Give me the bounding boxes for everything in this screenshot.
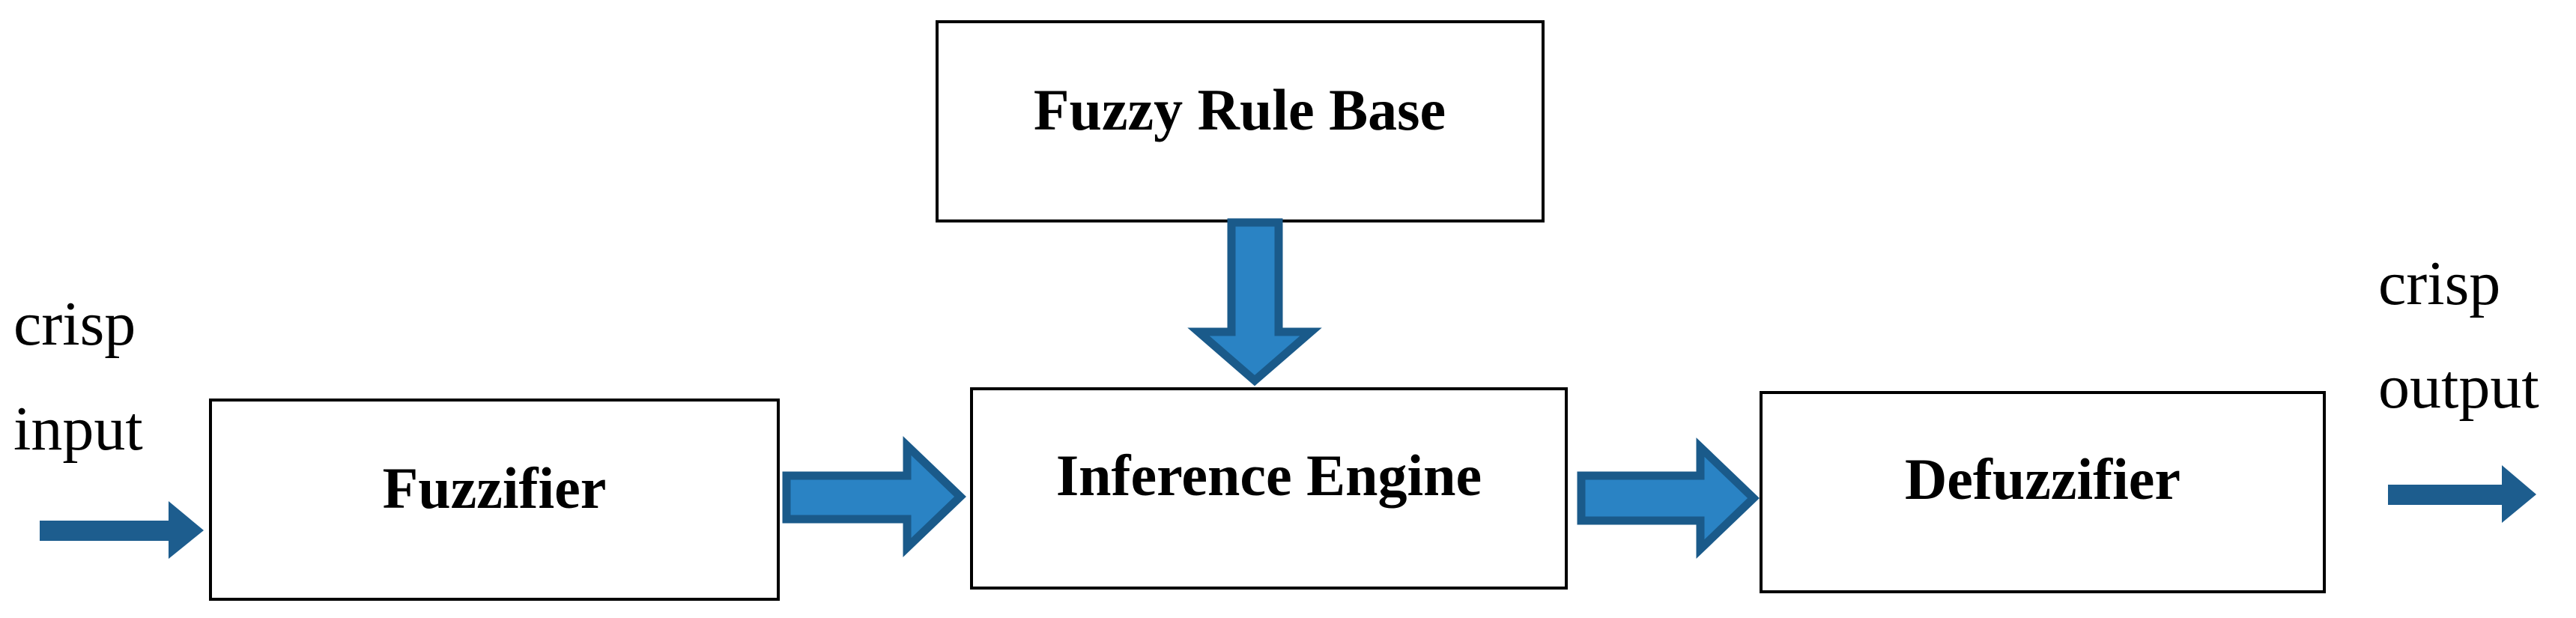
inference-to-defuzzifier-arrow <box>1577 437 1760 559</box>
rule-base-box: Fuzzy Rule Base <box>936 20 1545 222</box>
output-label-line2: output <box>2378 352 2539 422</box>
input-label-line2: input <box>13 394 143 464</box>
defuzzifier-label: Defuzzifier <box>1905 446 2180 512</box>
fuzzifier-to-inference-arrow <box>782 436 966 557</box>
fuzzifier-label: Fuzzifier <box>383 455 607 521</box>
output-arrow <box>2388 465 2536 523</box>
input-label-line1: crisp <box>13 289 136 359</box>
defuzzifier-box: Defuzzifier <box>1760 391 2326 593</box>
inference-engine-box: Inference Engine <box>970 387 1568 590</box>
output-label: crisp output <box>2378 249 2539 422</box>
inference-engine-label: Inference Engine <box>1056 443 1482 508</box>
output-label-line1: crisp <box>2378 249 2500 318</box>
input-arrow <box>40 501 204 559</box>
rule-base-label: Fuzzy Rule Base <box>1034 77 1446 142</box>
rule-base-to-inference-arrow <box>1187 218 1322 387</box>
fuzzifier-box: Fuzzifier <box>209 399 780 601</box>
input-label: crisp input <box>13 289 143 464</box>
